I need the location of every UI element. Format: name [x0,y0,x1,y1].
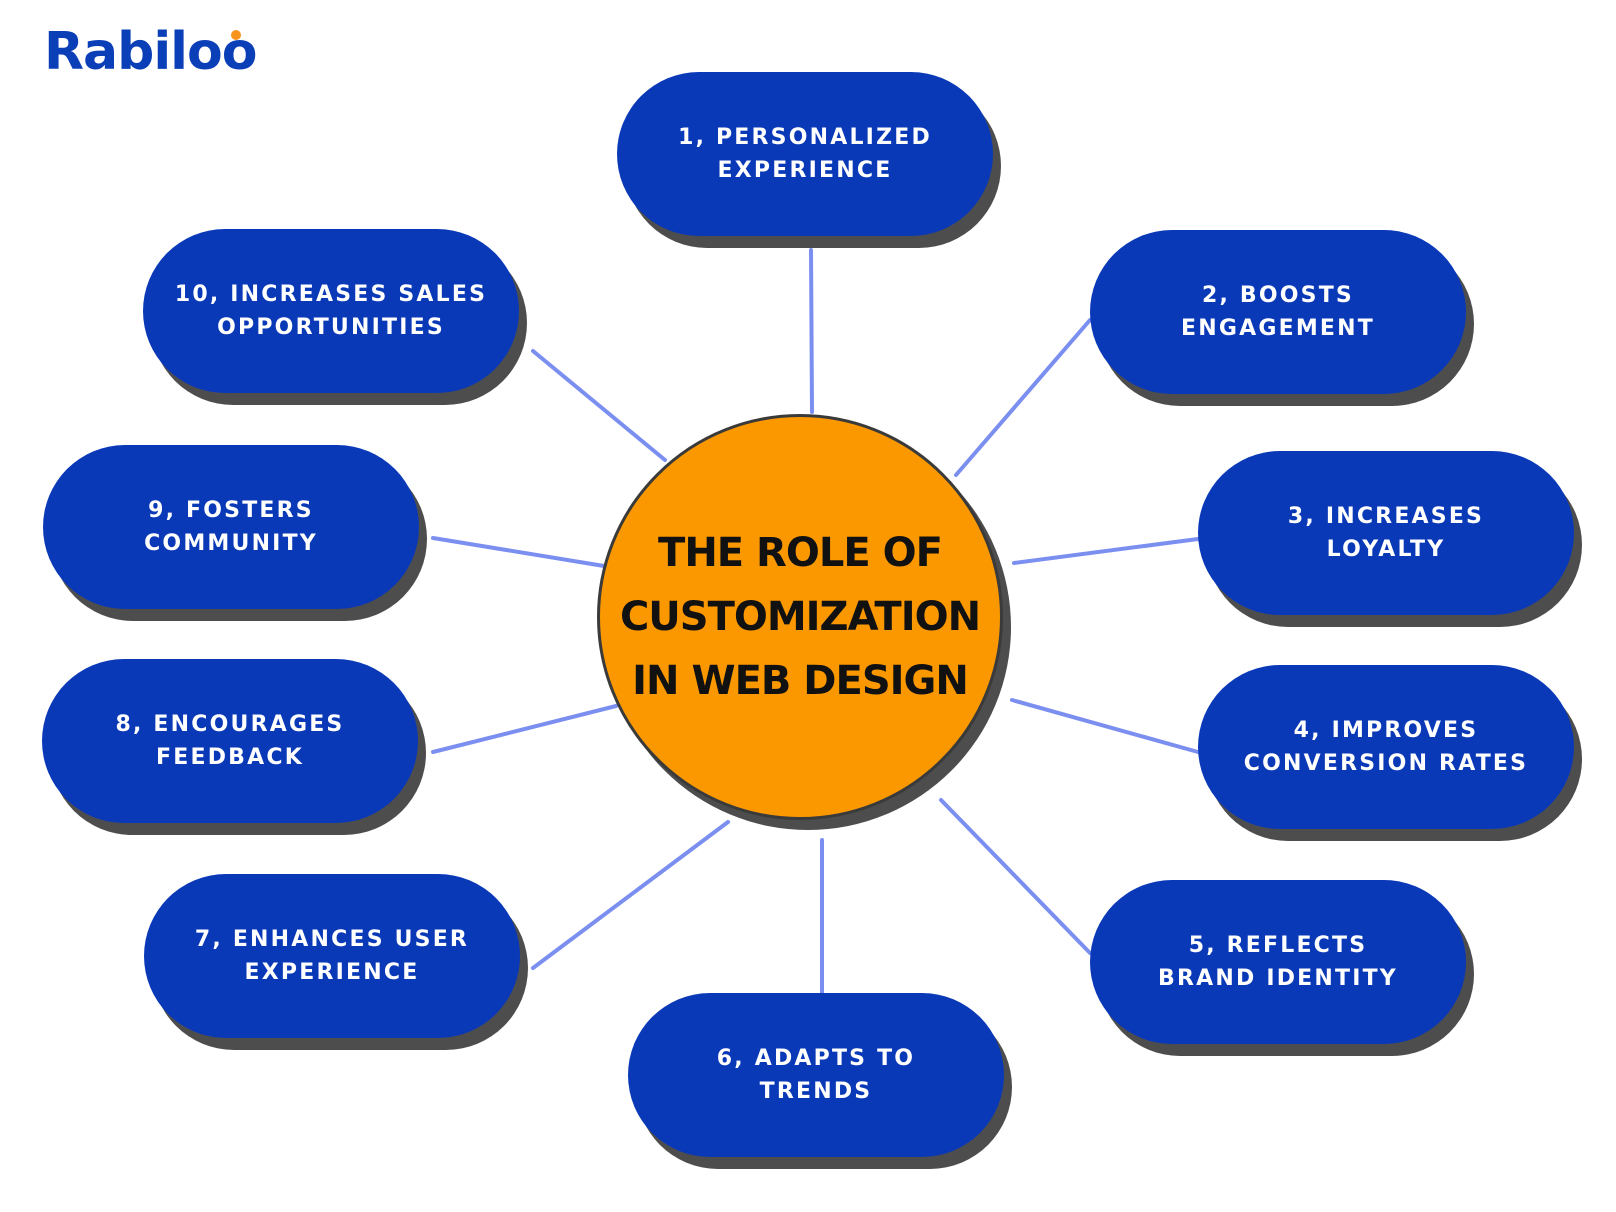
node-7: 7, ENHANCES USER EXPERIENCE [144,874,520,1038]
connector-8 [431,704,618,754]
node-5: 5, REFLECTS BRAND IDENTITY [1090,880,1466,1044]
node-10: 10, INCREASES SALES OPPORTUNITIES [143,229,519,393]
node-7-label: 7, ENHANCES USER EXPERIENCE [194,927,470,985]
node-5-label: 5, REFLECTS BRAND IDENTITY [1158,933,1398,991]
logo-dot-icon [231,30,241,40]
node-2: 2, BOOSTS ENGAGEMENT [1090,230,1466,394]
connector-3 [1012,537,1200,565]
node-2-label: 2, BOOSTS ENGAGEMENT [1181,283,1375,341]
node-6-label: 6, ADAPTS TO TRENDS [716,1046,916,1104]
connector-7 [531,820,730,970]
node-8-label: 8, ENCOURAGES FEEDBACK [115,712,345,770]
brand-logo-text: Rabiloo [44,22,257,82]
node-1-label: 1, PERSONALIZED EXPERIENCE [678,125,932,183]
node-10-label: 10, INCREASES SALES OPPORTUNITIES [174,282,488,340]
node-4-label: 4, IMPROVES CONVERSION RATES [1243,718,1529,776]
connector-9 [431,536,606,568]
node-4: 4, IMPROVES CONVERSION RATES [1198,665,1574,829]
node-1: 1, PERSONALIZED EXPERIENCE [617,72,993,236]
connector-1 [809,248,814,414]
node-6: 6, ADAPTS TO TRENDS [628,993,1004,1157]
connector-2 [954,318,1092,477]
node-3-label: 3, INCREASES LOYALTY [1287,504,1485,562]
node-8: 8, ENCOURAGES FEEDBACK [42,659,418,823]
brand-logo: Rabiloo [44,26,257,78]
hub-title: THE ROLE OF CUSTOMIZATION IN WEB DESIGN [619,530,981,704]
connector-10 [531,349,667,462]
hub-circle: THE ROLE OF CUSTOMIZATION IN WEB DESIGN [597,414,1003,820]
connector-5 [939,798,1092,955]
node-3: 3, INCREASES LOYALTY [1198,451,1574,615]
connector-4 [1010,698,1200,754]
node-9-label: 9, FOSTERS COMMUNITY [144,498,318,556]
node-9: 9, FOSTERS COMMUNITY [43,445,419,609]
